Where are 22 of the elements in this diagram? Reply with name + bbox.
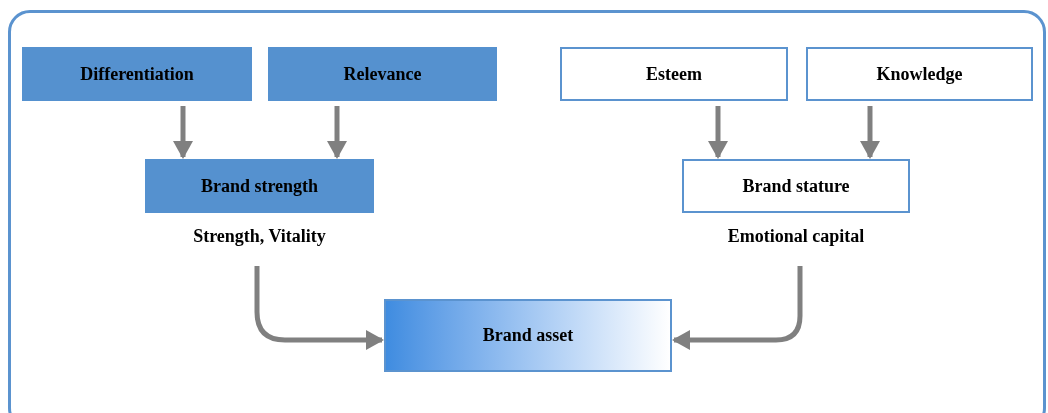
box-label: Brand asset bbox=[482, 324, 574, 347]
process-box bbox=[560, 47, 788, 101]
box-label: Relevance bbox=[343, 62, 422, 86]
arrow bbox=[327, 106, 347, 159]
arrow bbox=[860, 106, 880, 159]
process-box bbox=[268, 47, 497, 101]
process-box bbox=[384, 299, 672, 372]
arrow bbox=[672, 266, 803, 350]
arrow bbox=[173, 106, 193, 159]
box-label: Brand strength bbox=[200, 174, 319, 198]
box-label: Knowledge bbox=[876, 62, 963, 86]
process-box bbox=[145, 159, 374, 213]
box-label: Esteem bbox=[646, 62, 702, 86]
box-label: Differentiation bbox=[80, 62, 194, 86]
process-box bbox=[682, 159, 910, 213]
arrow bbox=[708, 106, 728, 159]
node-label: Emotional capital bbox=[726, 225, 866, 248]
box-label: Brand stature bbox=[742, 174, 850, 198]
process-box bbox=[806, 47, 1033, 101]
node-label: Strength, Vitality bbox=[192, 225, 327, 248]
process-box bbox=[22, 47, 252, 101]
arrow bbox=[254, 266, 384, 350]
